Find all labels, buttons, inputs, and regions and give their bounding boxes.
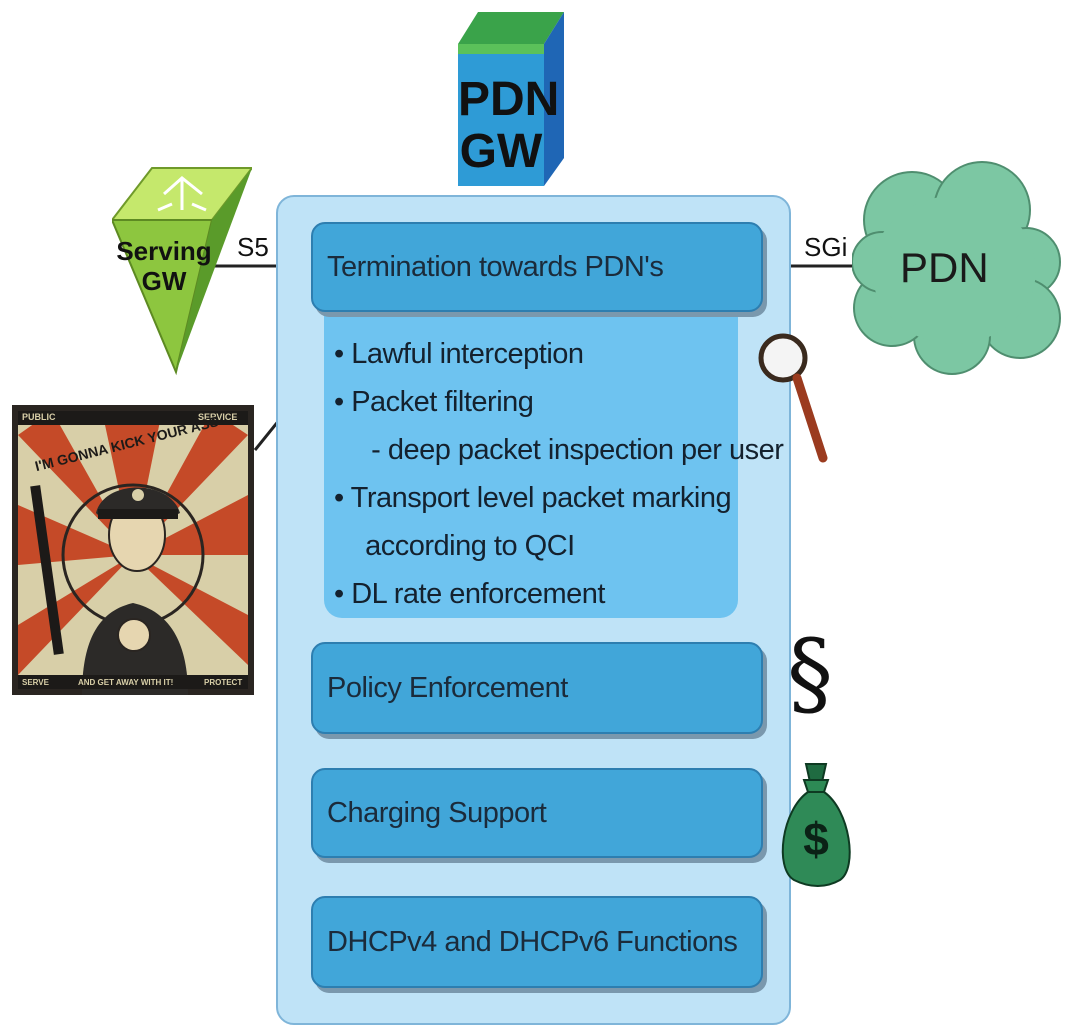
serving-gw-line1: Serving [116,236,212,266]
dhcp-functions-box[interactable]: DHCPv4 and DHCPv6 Functions [311,896,763,988]
dhcp-functions-label: DHCPv4 and DHCPv6 Functions [327,925,738,958]
termination-box[interactable]: Termination towards PDN's [311,222,763,312]
dollar-sign: $ [803,813,829,865]
termination-bullet-list: • Lawful interception • Packet filtering… [334,330,784,618]
cloud-icon [852,161,1061,375]
poster-bottom-left: SERVE [22,678,49,687]
bullet-dl-rate-enforcement: • DL rate enforcement [334,578,606,610]
poster-artwork [18,411,248,695]
policy-enforcement-box[interactable]: Policy Enforcement [311,642,763,734]
pdn-cloud-label: PDN [900,244,989,291]
bullet-deep-packet-inspection: - deep packet inspection per user [356,434,784,466]
serving-gw-line2: GW [141,266,187,296]
money-bag-icon: $ [776,758,856,888]
poster-bottom-right: PROTECT [204,678,243,687]
bullet-packet-filtering: • Packet filtering [334,386,534,418]
bullet-according-to-qci: according to QCI [350,530,575,562]
pdn-gw-node[interactable]: PDN GW [458,8,564,186]
pdn-gw-line1: PDN [458,73,560,126]
bullet-lawful-interception: • Lawful interception [334,338,584,370]
serving-gw-node[interactable]: Serving GW [112,164,252,376]
charging-support-label: Charging Support [327,796,547,829]
termination-details-box [324,312,738,618]
section-symbol-icon: § [787,620,833,727]
pdn-cloud[interactable]: PDN [852,158,1062,376]
sgi-label: SGi [804,232,848,262]
pdn-gw-cube-icon [458,12,564,186]
serving-gw-icon [112,167,252,376]
poster-bottom-mid: AND GET AWAY WITH IT! [78,678,174,687]
charging-support-box[interactable]: Charging Support [311,768,763,858]
poster-top-left: PUBLIC [22,412,56,422]
magnifying-glass-icon [758,333,828,463]
police-poster-image: PUBLIC SERVICE I'M GONNA KICK YOUR ASS S… [12,405,254,695]
bullet-transport-marking: • Transport level packet marking [334,482,732,514]
pdn-gw-line2: GW [459,125,543,178]
termination-label: Termination towards PDN's [327,250,664,283]
poster-top-right: SERVICE [198,412,238,422]
policy-enforcement-label: Policy Enforcement [327,671,568,704]
s5-label: S5 [237,232,269,262]
